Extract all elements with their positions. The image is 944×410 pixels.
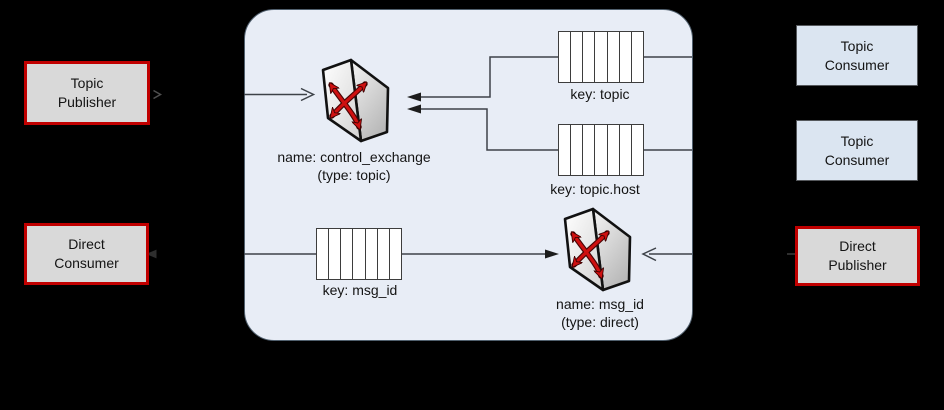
stub-topic-publisher bbox=[153, 89, 163, 100]
control-exchange-name: name: control_exchange bbox=[277, 149, 431, 165]
direct-publisher-label-line1: Direct bbox=[839, 238, 876, 254]
topic-publisher-node: Topic Publisher bbox=[24, 61, 150, 125]
direct-exchange-label: name: msg_id (type: direct) bbox=[500, 295, 700, 331]
queue-topic-host-label: key: topic.host bbox=[550, 181, 640, 197]
queue-topic-icon bbox=[558, 31, 644, 83]
direct-publisher-node: Direct Publisher bbox=[795, 226, 920, 286]
direct-exchange-type: (type: direct) bbox=[561, 314, 639, 330]
queue-topic-label: key: topic bbox=[570, 86, 630, 102]
topic-consumer-1-label-line2: Consumer bbox=[824, 56, 890, 73]
topic-consumer-2-label-line1: Topic bbox=[840, 132, 874, 149]
topic-consumer-1-node: Topic Consumer bbox=[796, 25, 918, 86]
topic-publisher-label-line2: Publisher bbox=[57, 94, 117, 110]
queue-msg-id-icon bbox=[316, 228, 402, 280]
direct-consumer-node: Direct Consumer bbox=[24, 223, 149, 285]
direct-consumer-label-line1: Direct bbox=[68, 236, 105, 252]
topic-consumer-2-label-line2: Consumer bbox=[824, 151, 890, 168]
queue-topic-host-icon bbox=[558, 124, 644, 176]
topic-consumer-2-node: Topic Consumer bbox=[796, 120, 918, 181]
control-exchange-type: (type: topic) bbox=[317, 167, 391, 183]
queue-msg-id-label: key: msg_id bbox=[322, 282, 398, 298]
direct-consumer-label-line2: Consumer bbox=[54, 255, 119, 271]
control-exchange-label: name: control_exchange (type: topic) bbox=[254, 148, 454, 184]
direct-exchange-name: name: msg_id bbox=[556, 296, 644, 312]
topic-consumer-1-label-line1: Topic bbox=[840, 37, 874, 54]
direct-publisher-label-line2: Publisher bbox=[828, 257, 887, 273]
control-exchange-icon bbox=[321, 58, 391, 144]
direct-exchange-icon bbox=[563, 207, 633, 293]
topic-publisher-label-line1: Topic bbox=[70, 75, 104, 91]
